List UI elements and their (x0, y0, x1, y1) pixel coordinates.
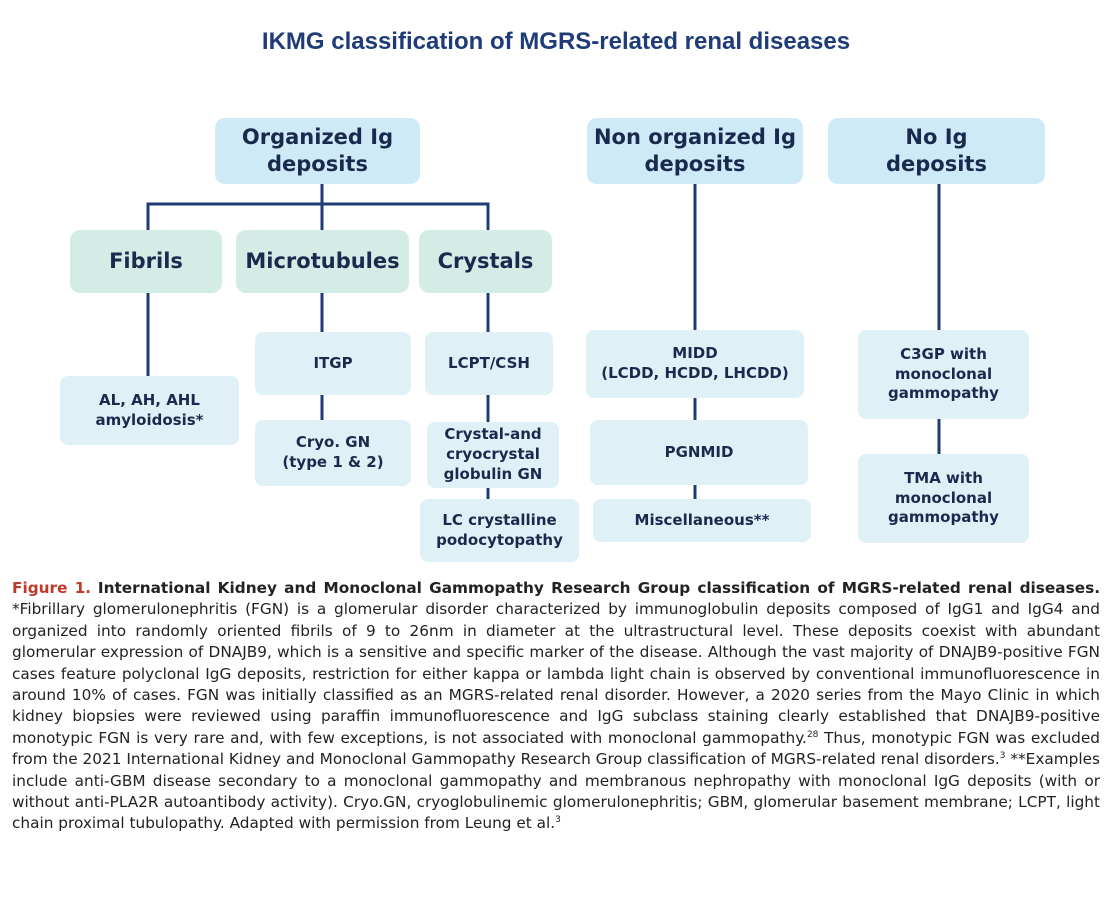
node-fibrils: Fibrils (70, 230, 222, 293)
node-al-ah-ahl-amyloidosis: AL, AH, AHL amyloidosis* (60, 376, 239, 445)
caption-title: International Kidney and Monoclonal Gamm… (97, 579, 1100, 597)
caption-text-part2: Thus, monotypic FGN was excluded from th… (12, 728, 1100, 769)
node-organized-ig-deposits: Organized Ig deposits (215, 118, 420, 184)
connector-lines (146, 182, 941, 501)
node-pgnmid: PGNMID (590, 420, 808, 485)
node-c3gp-monoclonal-gammopathy: C3GP with monoclonal gammopathy (858, 330, 1029, 419)
node-non-organized-ig-deposits: Non organized Ig deposits (587, 118, 803, 184)
node-microtubules: Microtubules (236, 230, 409, 293)
caption-text-part3: **Examples include anti-GBM disease seco… (12, 750, 1100, 833)
caption-text-part1: *Fibrillary glomerulonephritis (FGN) is … (12, 600, 1100, 747)
node-cryo-gn: Cryo. GN (type 1 & 2) (255, 420, 411, 486)
caption-ref-28: 28 (806, 729, 819, 740)
node-crystals: Crystals (419, 230, 552, 293)
node-itgp: ITGP (255, 332, 411, 395)
node-lcpt-csh: LCPT/CSH (425, 332, 553, 395)
node-no-ig-deposits: No Ig deposits (828, 118, 1045, 184)
node-crystal-cryocrystal-gn: Crystal-and cryocrystal globulin GN (427, 422, 559, 488)
node-lc-crystalline-podocytopathy: LC crystalline podocytopathy (420, 499, 579, 562)
node-midd: MIDD (LCDD, HCDD, LHCDD) (586, 330, 804, 398)
figure-caption: Figure 1. International Kidney and Monoc… (12, 578, 1100, 835)
node-miscellaneous: Miscellaneous** (593, 499, 811, 542)
caption-ref-3b: 3 (555, 815, 561, 826)
node-tma-monoclonal-gammopathy: TMA with monoclonal gammopathy (858, 454, 1029, 543)
caption-ref-3a: 3 (999, 751, 1006, 762)
diagram-title: IKMG classification of MGRS-related rena… (261, 28, 851, 55)
figure-label: Figure 1. (12, 579, 92, 597)
